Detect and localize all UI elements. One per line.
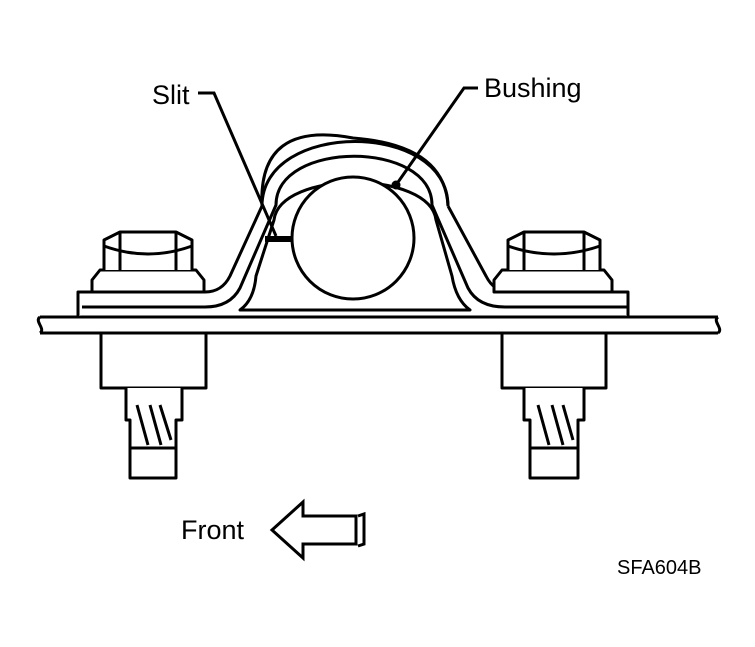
- figure-code: SFA604B: [617, 557, 702, 579]
- slit-leader: [198, 91, 278, 237]
- leader-lines: [198, 86, 478, 237]
- label-slit: Slit: [152, 80, 190, 110]
- arrow-left-icon: [269, 498, 358, 562]
- stabilizer-bar: [290, 175, 416, 301]
- label-front: Front: [181, 515, 245, 545]
- label-bushing: Bushing: [484, 73, 582, 103]
- right-bolt: [492, 230, 614, 480]
- clamp-inner-band: [82, 154, 628, 309]
- left-bolt: [90, 230, 208, 480]
- frame-plate: [36, 315, 722, 335]
- bushing-leader: [394, 86, 478, 186]
